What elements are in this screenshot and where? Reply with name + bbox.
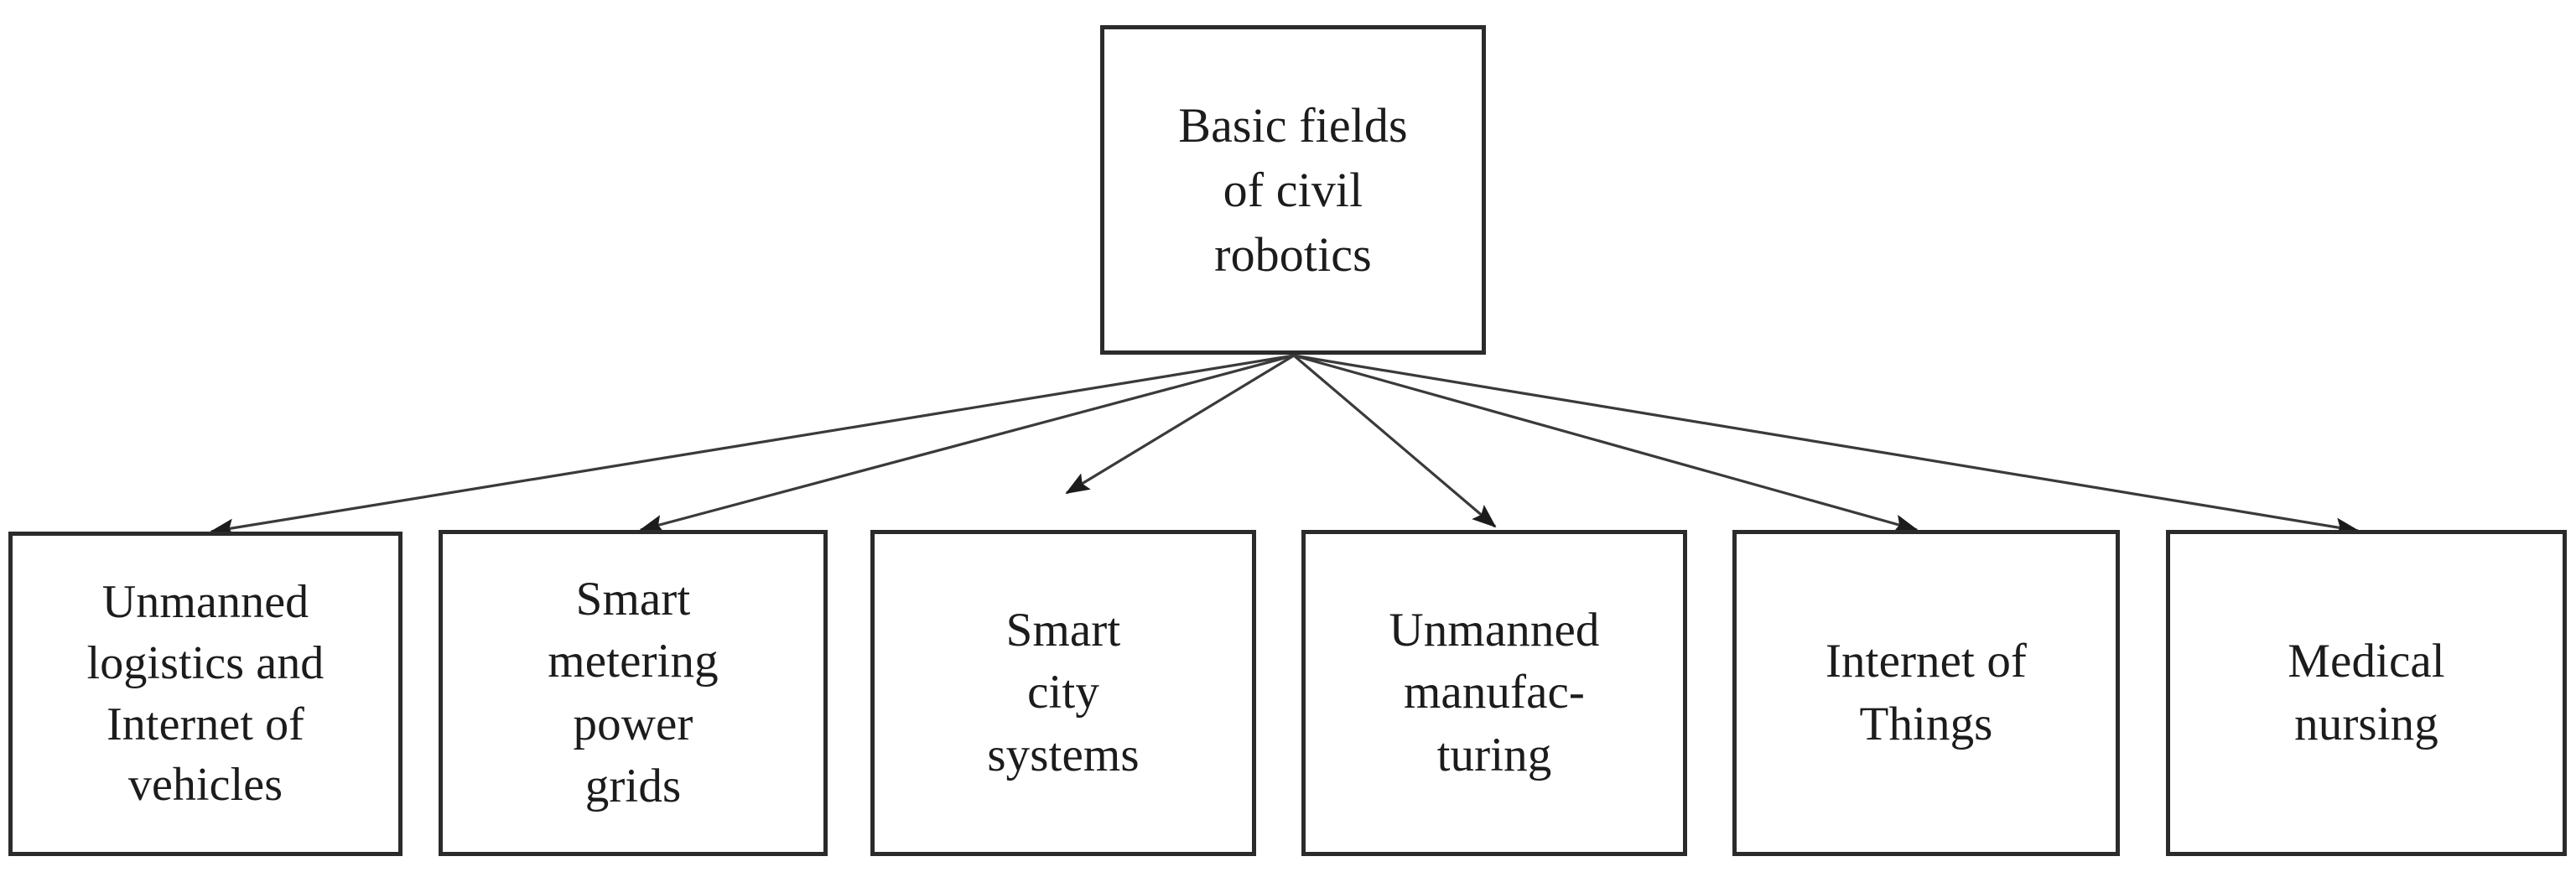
node-child-4-label: Internet of Things <box>1825 635 2028 750</box>
edge-root-to-child-3 <box>1292 354 1497 528</box>
node-child-1-label: Smart metering power grids <box>548 573 719 812</box>
node-unmanned-manufacturing[interactable]: Unmanned manufac- turing <box>1301 530 1687 856</box>
node-child-3-label: Unmanned manufac- turing <box>1389 604 1600 781</box>
node-root[interactable]: Basic fields of civil robotics <box>1100 25 1486 355</box>
node-child-0-label: Unmanned logistics and Internet of vehic… <box>86 575 325 812</box>
edge-root-to-child-4 <box>1293 354 1919 533</box>
edge-root-to-child-0 <box>210 354 1295 537</box>
node-medical-nursing[interactable]: Medical nursing <box>2166 530 2567 856</box>
node-root-label: Basic fields of civil robotics <box>1178 97 1408 283</box>
node-smart-city-systems[interactable]: Smart city systems <box>870 530 1256 856</box>
node-child-5-label: Medical nursing <box>2288 635 2445 750</box>
edge-root-to-child-1 <box>639 354 1295 533</box>
node-child-2-label: Smart city systems <box>987 604 1140 781</box>
node-internet-of-things[interactable]: Internet of Things <box>1732 530 2120 856</box>
edge-root-to-child-2 <box>1065 354 1295 495</box>
edge-root-to-child-5 <box>1293 354 2360 537</box>
node-smart-metering-power-grids[interactable]: Smart metering power grids <box>439 530 828 856</box>
edge-group <box>210 354 2360 537</box>
node-unmanned-logistics-and-internet-of-vehicles[interactable]: Unmanned logistics and Internet of vehic… <box>8 532 402 856</box>
